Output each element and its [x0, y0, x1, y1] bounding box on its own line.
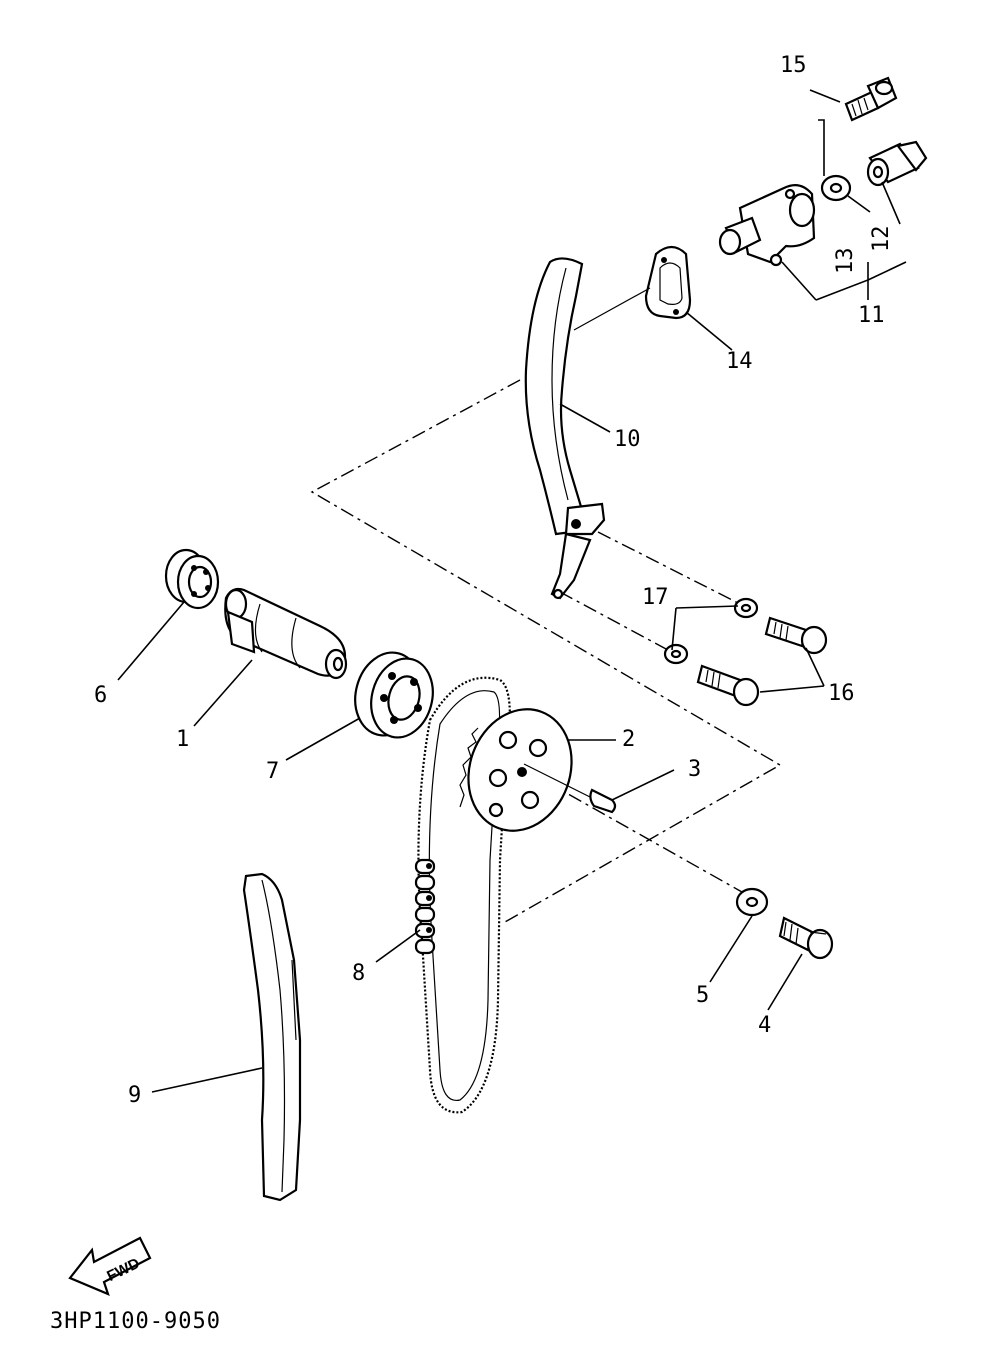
callout-12: 12 — [869, 226, 894, 253]
callout-15: 15 — [780, 53, 807, 78]
part-7-bearing — [354, 651, 434, 739]
callout-labels: 1 2 3 4 5 6 7 8 9 10 11 12 13 14 15 16 1… — [94, 53, 894, 1108]
part-4-bolt — [778, 916, 834, 960]
callout-11: 11 — [858, 303, 885, 328]
callout-8: 8 — [352, 961, 365, 986]
callout-3: 3 — [688, 757, 701, 782]
part-11-tensioner-assembly — [718, 183, 816, 267]
callout-17: 17 — [642, 585, 669, 610]
part-16-bolts — [696, 616, 828, 707]
part-17-washers — [663, 597, 759, 665]
part-1-camshaft — [224, 587, 348, 680]
part-6-bearing — [164, 548, 220, 610]
callout-5: 5 — [696, 983, 709, 1008]
callout-7: 7 — [266, 759, 279, 784]
part-5-washer — [735, 887, 769, 917]
part-13-washer — [820, 174, 852, 202]
callout-10: 10 — [614, 427, 641, 452]
diagram-code: 3HP1100-9050 — [50, 1309, 221, 1334]
part-14-gasket — [573, 245, 692, 331]
callout-6: 6 — [94, 683, 107, 708]
callout-16: 16 — [828, 681, 855, 706]
assembly-outline — [310, 379, 782, 923]
callout-13: 13 — [833, 248, 858, 275]
part-2-cam-sprocket — [459, 708, 573, 832]
callout-4: 4 — [758, 1013, 771, 1038]
callout-14: 14 — [726, 349, 753, 374]
part-15-bolt — [844, 76, 898, 122]
part-9-chain-guide — [242, 872, 302, 1202]
part-10-tensioner-guide — [524, 257, 606, 600]
callout-2: 2 — [622, 727, 635, 752]
part-3-dowel-pin — [523, 763, 617, 814]
callout-1: 1 — [176, 727, 189, 752]
chain-links-detail — [414, 858, 436, 955]
callout-9: 9 — [128, 1083, 141, 1108]
part-12-plug-bolt — [866, 140, 928, 187]
fwd-arrow-icon: FWD — [68, 1236, 152, 1296]
leader-lines — [117, 89, 907, 1093]
